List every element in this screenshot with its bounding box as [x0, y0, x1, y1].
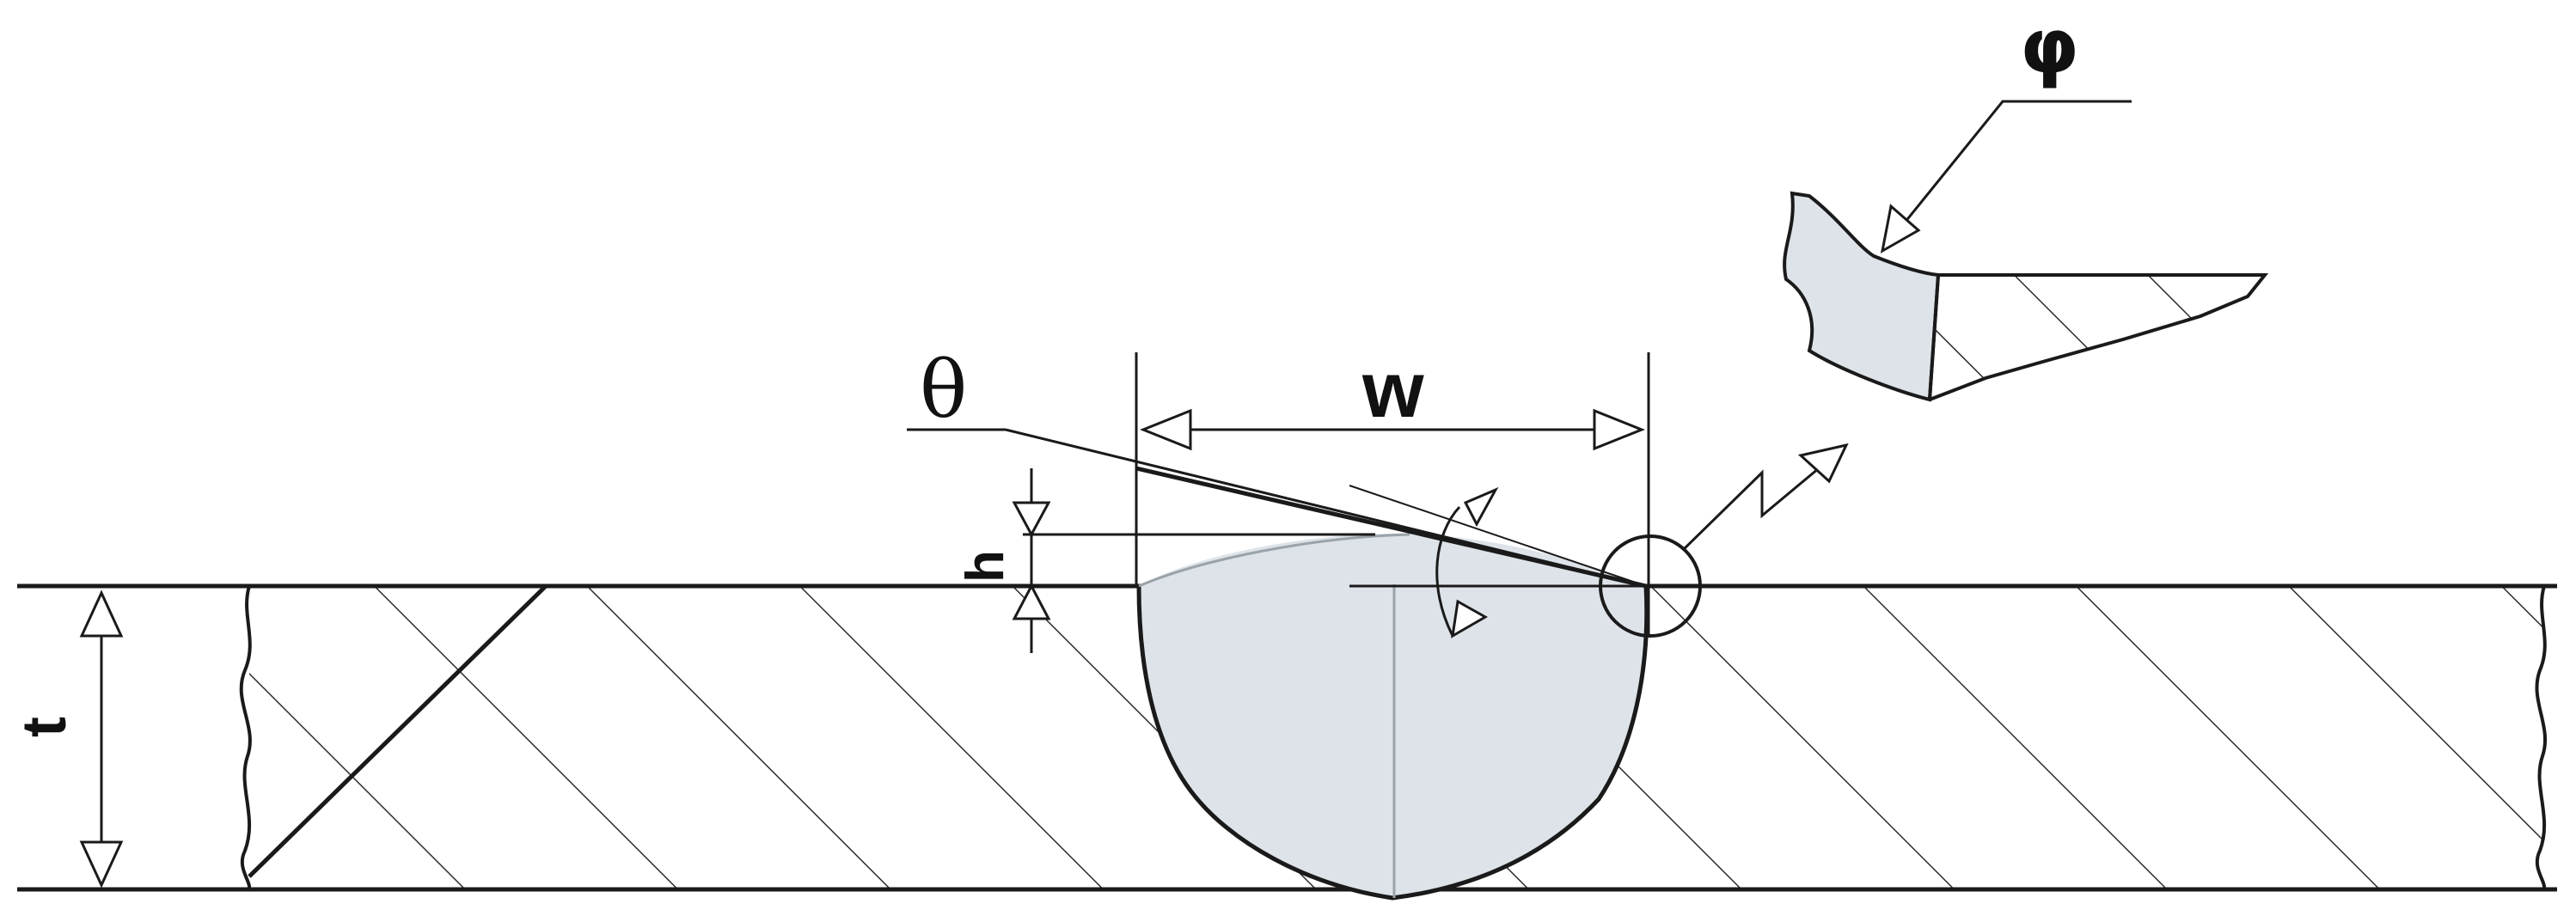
height-dimension [1012, 468, 1375, 653]
contact-angle-indicator [907, 428, 1647, 638]
left-break-line [239, 585, 252, 890]
thickness-dimension [79, 589, 124, 889]
weld-bead [1136, 533, 1649, 901]
width-dimension [1135, 352, 1650, 636]
toe-enlarged-detail [1783, 100, 2269, 402]
contact-angle-label: θ [920, 344, 968, 436]
thickness-label: t [9, 717, 79, 737]
detail-angle-label: φ [2020, 2, 2079, 90]
height-label: h [955, 550, 1015, 583]
width-label: w [1362, 346, 1424, 434]
toe-detail-marker [1599, 443, 1849, 638]
right-break-line [2535, 585, 2548, 890]
